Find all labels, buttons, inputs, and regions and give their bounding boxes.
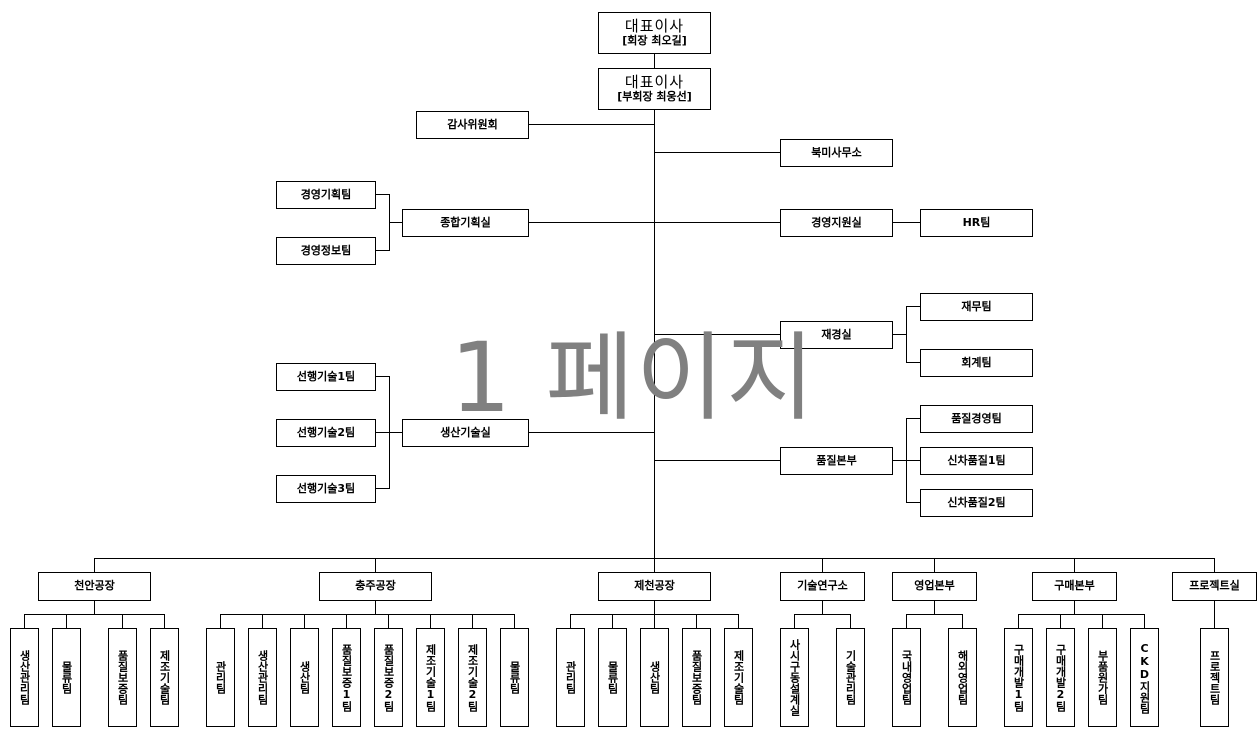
team-box: 제조기술팀 (724, 628, 753, 727)
team-box: CKD지원팀 (1130, 628, 1159, 727)
team-box: 해외영업팀 (948, 628, 977, 727)
hr-team-box: HR팀 (920, 209, 1033, 237)
division-project: 프로젝트실 (1172, 572, 1257, 601)
team-box: 제조기술2팀 (458, 628, 487, 727)
ceo-name: [회장 최오길] (622, 34, 687, 48)
quality-team-1: 품질경영팀 (920, 405, 1033, 433)
team-box: 관리팀 (206, 628, 235, 727)
team-box: 물류팀 (500, 628, 529, 727)
division-jecheon: 제천공장 (598, 572, 711, 601)
team-box: 프로젝트팀 (1200, 628, 1229, 727)
team-box: 부품원가팀 (1088, 628, 1117, 727)
quality-team-3: 신차품질2팀 (920, 489, 1033, 517)
division-cheonan: 천안공장 (38, 572, 151, 601)
team-box: 품질보증2팀 (374, 628, 403, 727)
prod-tech-team-2: 선행기술2팀 (276, 419, 376, 447)
team-box: 품질보증팀 (108, 628, 137, 727)
team-box: 생산팀 (290, 628, 319, 727)
ceo-vice-box: 대표이사 [부회장 최웅선] (598, 68, 711, 110)
audit-committee-box: 감사위원회 (416, 111, 529, 139)
division-purchasing: 구매본부 (1032, 572, 1117, 601)
team-box: 사시구동설계실 (780, 628, 809, 727)
team-box: 제조기술1팀 (416, 628, 445, 727)
finance-team-1: 재무팀 (920, 293, 1033, 321)
finance-office-box: 재경실 (780, 321, 893, 349)
ceo-title: 대표이사 (624, 17, 685, 36)
team-box: 품질보증팀 (682, 628, 711, 727)
division-research: 기술연구소 (780, 572, 865, 601)
quality-team-2: 신차품질1팀 (920, 447, 1033, 475)
team-box: 물류팀 (598, 628, 627, 727)
team-box: 물류팀 (52, 628, 81, 727)
mgmt-support-box: 경영지원실 (780, 209, 893, 237)
team-box: 관리팀 (556, 628, 585, 727)
planning-office-box: 종합기획실 (402, 209, 529, 237)
ceo-vice-title: 대표이사 (624, 73, 685, 92)
team-box: 생산관리팀 (10, 628, 39, 727)
na-office-box: 북미사무소 (780, 139, 893, 167)
planning-team-1: 경영기획팀 (276, 181, 376, 209)
team-box: 생산관리팀 (248, 628, 277, 727)
quality-hq-box: 품질본부 (780, 447, 893, 475)
ceo-vice-name: [부회장 최웅선] (617, 90, 692, 104)
team-box: 생산팀 (640, 628, 669, 727)
team-box: 제조기술팀 (150, 628, 179, 727)
division-sales: 영업본부 (892, 572, 977, 601)
team-box: 기술관리팀 (836, 628, 865, 727)
prod-tech-team-3: 선행기술3팀 (276, 475, 376, 503)
ceo-chairman-box: 대표이사 [회장 최오길] (598, 12, 711, 54)
finance-team-2: 회계팀 (920, 349, 1033, 377)
planning-team-2: 경영정보팀 (276, 237, 376, 265)
team-box: 구매개발1팀 (1004, 628, 1033, 727)
team-box: 국내영업팀 (892, 628, 921, 727)
prod-tech-office-box: 생산기술실 (402, 419, 529, 447)
team-box: 구매개발2팀 (1046, 628, 1075, 727)
division-chungju: 충주공장 (319, 572, 432, 601)
team-box: 품질보증1팀 (332, 628, 361, 727)
prod-tech-team-1: 선행기술1팀 (276, 363, 376, 391)
